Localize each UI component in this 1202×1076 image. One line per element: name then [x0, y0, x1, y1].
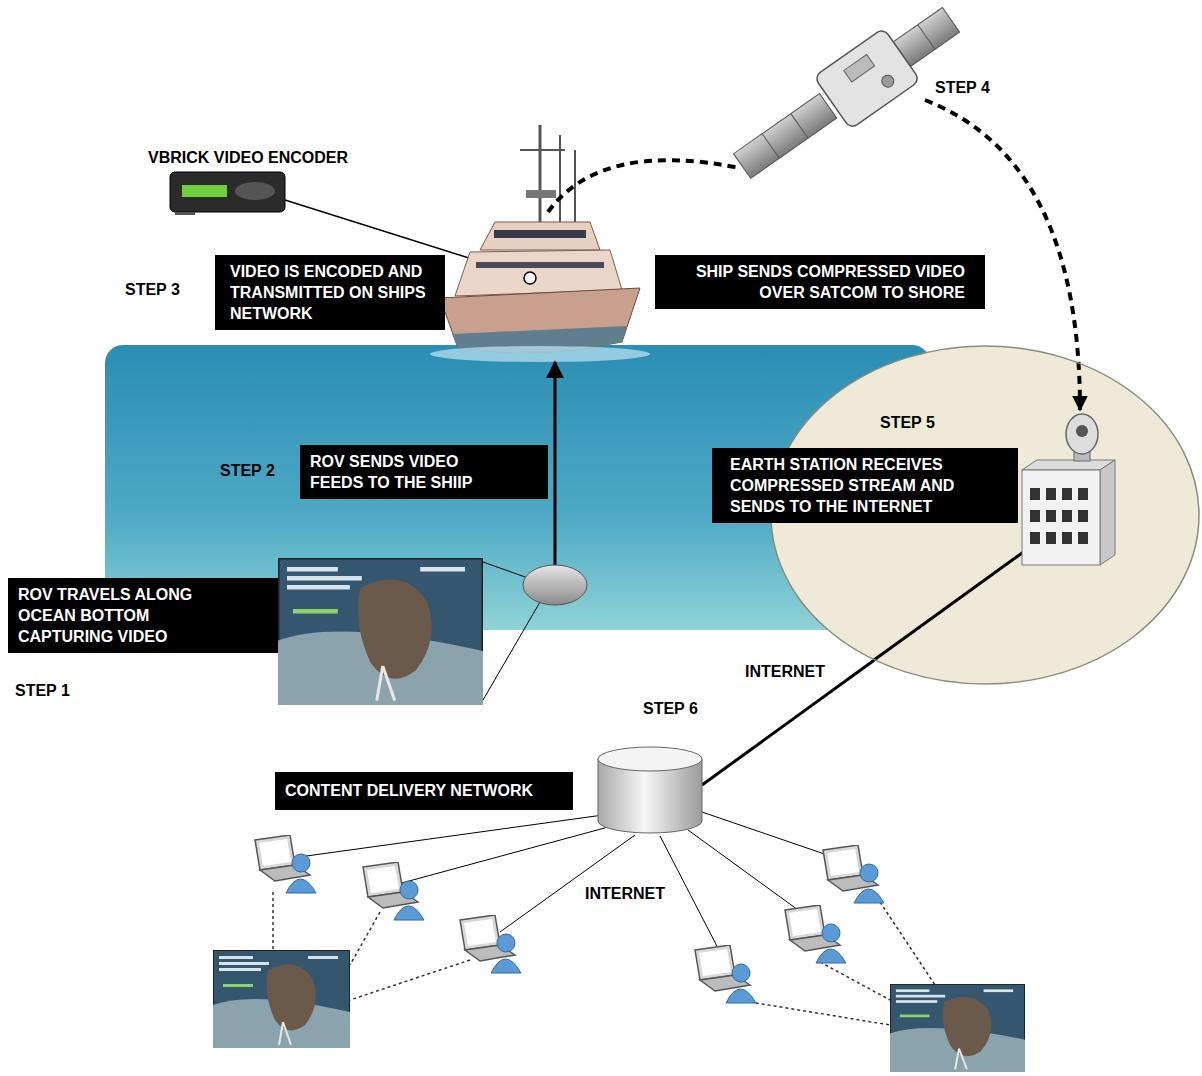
connector-label: INTERNET — [745, 662, 825, 682]
process-box: ROV TRAVELS ALONG OCEAN BOTTOM CAPTURING… — [8, 578, 278, 653]
user-laptop — [255, 835, 316, 893]
network-links — [350, 960, 470, 1000]
research-ship — [430, 125, 650, 362]
process-box: VIDEO IS ENCODED AND TRANSMITTED ON SHIP… — [215, 255, 445, 330]
earth-station — [1022, 470, 1100, 565]
box-text: CONTENT DELIVERY NETWORK — [275, 772, 573, 810]
earth-station — [1030, 488, 1040, 500]
shore-ellipse: STEP 5EARTH STATION RECEIVES COMPRESSED … — [770, 345, 1200, 685]
earth-station — [1078, 532, 1088, 544]
rov — [523, 565, 587, 605]
connector-line — [702, 660, 874, 785]
text-label: INTERNET — [585, 884, 665, 904]
earth-station — [874, 540, 1040, 660]
network-links — [738, 1000, 890, 1025]
research-ship — [480, 222, 600, 250]
box-text: ROV TRAVELS ALONG OCEAN BOTTOM CAPTURING… — [18, 584, 208, 647]
network-links — [272, 892, 274, 950]
research-ship — [539, 125, 542, 222]
network-links — [500, 835, 635, 932]
satellite — [762, 134, 779, 159]
box-text: ROV SENDS VIDEO FEEDS TO THE SHIIP — [310, 451, 505, 493]
earth-station — [1078, 488, 1088, 500]
step-label: STEP 2 — [220, 461, 275, 481]
earth-station — [1076, 425, 1088, 437]
research-ship — [455, 250, 622, 296]
step-label: STEP 3 — [125, 280, 180, 300]
earth-station — [1062, 510, 1072, 522]
user-laptop — [363, 862, 424, 920]
box-text: EARTH STATION RECEIVES COMPRESSED STREAM… — [730, 454, 1000, 517]
box-text: VIDEO IS ENCODED AND TRANSMITTED ON SHIP… — [230, 261, 430, 324]
video-encoder — [175, 212, 195, 215]
satellite — [814, 28, 920, 129]
video-encoder — [182, 185, 227, 197]
network-links — [350, 912, 380, 965]
network-links — [880, 902, 935, 985]
video-encoder — [235, 182, 275, 200]
earth-station — [1030, 510, 1040, 522]
user-laptop — [460, 915, 521, 973]
earth-station — [1030, 532, 1040, 544]
research-ship — [524, 272, 536, 284]
satellite — [879, 73, 896, 90]
satellite — [918, 25, 935, 50]
step-label: STEP 4 — [935, 78, 990, 98]
earth-station — [1062, 532, 1072, 544]
earth-station — [1046, 510, 1056, 522]
server-cylinder — [598, 747, 702, 771]
video-screenshot — [213, 950, 1025, 1072]
box-text: SHIP SENDS COMPRESSED VIDEO OVER SATCOM … — [675, 261, 965, 303]
research-ship — [574, 150, 576, 222]
rov — [554, 362, 557, 565]
research-ship — [526, 190, 556, 198]
research-ship — [476, 262, 604, 268]
research-ship — [520, 149, 565, 151]
rov — [483, 562, 528, 578]
satellite — [791, 114, 808, 139]
earth-station — [1022, 460, 1115, 470]
satellite — [734, 94, 837, 179]
earth-station — [1066, 414, 1098, 454]
satcom-link — [548, 160, 740, 212]
network-links — [702, 812, 836, 858]
network-links — [273, 812, 935, 1025]
network-links — [660, 836, 720, 952]
earth-station — [1078, 510, 1088, 522]
video-encoder — [170, 172, 285, 212]
research-ship — [440, 288, 640, 353]
research-ship — [559, 135, 561, 222]
user-laptop — [785, 905, 846, 963]
user-laptop — [823, 845, 884, 903]
network-links — [292, 815, 603, 858]
earth-station — [1100, 460, 1115, 565]
rov — [278, 362, 587, 705]
network-links — [398, 826, 612, 884]
earth-station — [1062, 488, 1072, 500]
step-label: STEP 5 — [880, 413, 935, 433]
video-screenshot — [213, 950, 350, 1048]
network-links — [820, 962, 890, 1000]
research-ship — [494, 230, 586, 238]
research-ship — [430, 346, 650, 362]
rov — [483, 602, 540, 700]
satellite — [844, 54, 875, 82]
process-box: SHIP SENDS COMPRESSED VIDEO OVER SATCOM … — [655, 255, 985, 309]
satcom-link — [548, 100, 1080, 410]
rov — [278, 558, 483, 705]
process-box: ROV SENDS VIDEO FEEDS TO THE SHIIP — [300, 445, 548, 499]
video-screenshot — [890, 984, 1025, 1072]
earth-station — [1046, 532, 1056, 544]
satellite — [724, 0, 970, 192]
network-links — [688, 830, 805, 915]
user-laptop — [695, 945, 756, 1003]
earth-station — [1046, 488, 1056, 500]
text-label: VBRICK VIDEO ENCODER — [148, 148, 348, 168]
process-box: EARTH STATION RECEIVES COMPRESSED STREAM… — [712, 448, 1018, 523]
network-node: CONTENT DELIVERY NETWORK — [275, 745, 705, 835]
step-label: STEP 6 — [643, 699, 698, 719]
step-label: STEP 1 — [15, 681, 70, 701]
